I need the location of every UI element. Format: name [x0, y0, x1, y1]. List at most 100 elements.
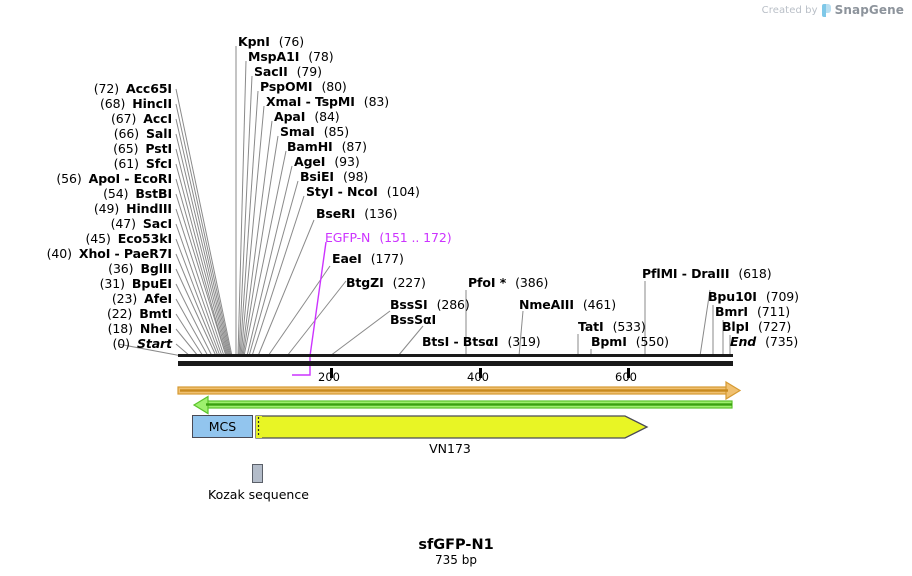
site-label-bstbi[interactable]: (54)BstBI — [0, 186, 172, 201]
site-label-apai[interactable]: ApaI(84) — [274, 109, 340, 124]
site-label-nmeaiii[interactable]: NmeAIII(461) — [519, 297, 616, 312]
site-label-pflmi-draiii[interactable]: PflMI - DraIII (618) — [642, 266, 772, 281]
site-position: (22) — [106, 306, 133, 321]
site-position: (709) — [765, 289, 799, 304]
site-position: (83) — [363, 94, 390, 109]
mcs-feature-box[interactable]: MCS — [192, 415, 253, 438]
site-label-hincii[interactable]: (68) HincII — [0, 96, 172, 111]
site-label-blpi[interactable]: BlpI (727) — [722, 319, 791, 334]
site-label-acci[interactable]: (67)AccI — [0, 111, 172, 126]
site-position: (66) — [113, 126, 140, 141]
site-label-bsssi[interactable]: BssSI(286) BssSαI — [390, 297, 470, 327]
site-label-xmai-tspmi[interactable]: XmaI - TspMI(83) — [266, 94, 389, 109]
site-name: Acc65I — [126, 81, 172, 96]
site-label-bseri[interactable]: BseRI(136) — [316, 206, 397, 221]
site-name: Start — [136, 336, 172, 351]
site-label-kpni[interactable]: KpnI(76) — [238, 34, 304, 49]
site-label-pfoi[interactable]: PfoI *(386) — [468, 275, 548, 290]
site-name: End — [730, 334, 757, 349]
site-label-afei[interactable]: (23)AfeI — [0, 291, 172, 306]
site-name: BssSI — [390, 297, 428, 312]
site-name: HincII — [132, 96, 172, 111]
site-position: (136) — [364, 206, 398, 221]
site-label-nhei[interactable]: (18)NheI — [0, 321, 172, 336]
site-position: (45) — [85, 231, 111, 246]
site-label-hindiii[interactable]: (49)HindIII — [0, 201, 172, 216]
kozak-sequence-box[interactable] — [252, 464, 263, 483]
site-label-styi-ncoi[interactable]: StyI - NcoI(104) — [306, 184, 420, 199]
site-position: (31) — [99, 276, 125, 291]
site-label-bamhi[interactable]: BamHI(87) — [287, 139, 367, 154]
watermark-prefix: Created by — [761, 4, 818, 16]
site-label-agei[interactable]: AgeI(93) — [294, 154, 360, 169]
site-name: KpnI — [238, 34, 270, 49]
site-position: (84) — [314, 109, 340, 124]
site-label-sacii[interactable]: SacII(79) — [254, 64, 322, 79]
site-label-mspa1i[interactable]: MspA1I(78) — [248, 49, 334, 64]
site-position: (618) — [738, 266, 772, 281]
site-name: StyI - NcoI — [306, 184, 378, 199]
site-label-start[interactable]: (0)Start — [0, 336, 173, 351]
site-position: (61) — [113, 156, 139, 171]
site-name: BpmI — [591, 334, 627, 349]
mcs-label: MCS — [208, 419, 237, 434]
site-label-btgzi[interactable]: BtgZI(227) — [346, 275, 426, 290]
site-position: (56) — [56, 171, 82, 186]
site-label-bmti[interactable]: (22) BmtI — [0, 306, 172, 321]
site-name: TatI — [578, 319, 604, 334]
site-position: (72) — [93, 81, 120, 96]
site-position: (386) — [515, 275, 549, 290]
site-label-bpuei[interactable]: (31)BpuEI — [0, 276, 172, 291]
site-label-end[interactable]: End (735) — [730, 334, 798, 349]
site-name: BamHI — [287, 139, 333, 154]
site-label-sali[interactable]: (66)SalI — [0, 126, 172, 141]
site-position: (40) — [46, 246, 72, 261]
site-name: EaeI — [332, 251, 362, 266]
site-label-saci[interactable]: (47)SacI — [0, 216, 172, 231]
site-position: (18) — [107, 321, 133, 336]
site-label-bsiei[interactable]: BsiEI(98) — [300, 169, 368, 184]
site-label-btsi-btsai[interactable]: BtsI - BtsαI(319) — [422, 334, 541, 349]
site-name: SfcI — [145, 156, 172, 171]
site-label-apoi-ecori[interactable]: (56)ApoI - EcoRI — [0, 171, 172, 186]
site-name: BmtI — [139, 306, 172, 321]
ruler-tick-label-200: 200 — [318, 370, 340, 384]
ruler-tick-mark-200 — [330, 368, 333, 378]
site-position: (319) — [507, 334, 541, 349]
site-name: BmrI — [715, 304, 748, 319]
site-label-xhoi-paer7i[interactable]: (40)XhoI - PaeR7I — [0, 246, 172, 261]
feature-label-egfp-n[interactable]: EGFP-N(151 .. 172) — [325, 230, 452, 245]
site-position: (550) — [635, 334, 669, 349]
site-name: AgeI — [294, 154, 326, 169]
site-label-sfci[interactable]: (61) SfcI — [0, 156, 172, 171]
ruler-tick-label-600: 600 — [615, 370, 637, 384]
site-position: (177) — [370, 251, 404, 266]
site-name: HindIII — [126, 201, 172, 216]
site-position: (68) — [99, 96, 126, 111]
site-name: Eco53kI — [117, 231, 172, 246]
site-position: (85) — [323, 124, 349, 139]
site-position: (36) — [108, 261, 134, 276]
site-position: (67) — [110, 111, 137, 126]
ruler-top-line — [178, 354, 733, 357]
site-label-bpu10i[interactable]: Bpu10I(709) — [708, 289, 799, 304]
watermark-brand: SnapGene — [834, 3, 904, 17]
site-name: BlpI — [722, 319, 750, 334]
site-label-pspomi[interactable]: PspOMI(80) — [260, 79, 347, 94]
site-label-bpmi[interactable]: BpmI (550) — [591, 334, 669, 349]
site-label-acc65i[interactable]: (72) Acc65I — [0, 81, 172, 96]
site-name: PflMI - DraIII — [642, 266, 730, 281]
site-name: SacII — [254, 64, 288, 79]
site-label-eaei[interactable]: EaeI (177) — [332, 251, 404, 266]
site-label-bglii[interactable]: (36)BglII — [0, 261, 172, 276]
site-label-psti[interactable]: (65)PstI — [0, 141, 172, 156]
site-label-tati[interactable]: TatI(533) — [578, 319, 646, 334]
site-label-bmri[interactable]: BmrI(711) — [715, 304, 790, 319]
site-position: (286) — [436, 297, 470, 312]
site-label-eco53ki[interactable]: (45) Eco53kI — [0, 231, 173, 246]
site-label-smai[interactable]: SmaI(85) — [280, 124, 349, 139]
site-position: (727) — [758, 319, 792, 334]
site-name: BstBI — [135, 186, 172, 201]
site-position: (735) — [765, 334, 799, 349]
